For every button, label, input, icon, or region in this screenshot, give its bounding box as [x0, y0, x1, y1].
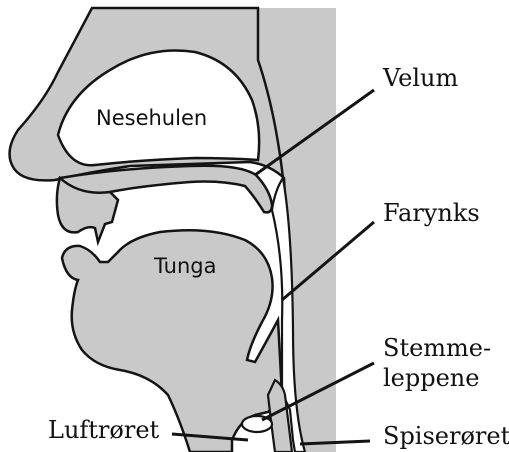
label-spiseroret: Spiserøret	[383, 422, 509, 450]
label-tunga: Tunga	[154, 254, 216, 278]
label-luftroret: Luftrøret	[48, 416, 159, 444]
label-stemmeleppene-line2: leppene	[383, 364, 479, 392]
label-nesehulen: Nesehulen	[96, 106, 207, 130]
label-velum: Velum	[383, 64, 458, 92]
label-stemmeleppene-line1: Stemme-	[383, 334, 491, 362]
label-farynks: Farynks	[383, 199, 480, 227]
